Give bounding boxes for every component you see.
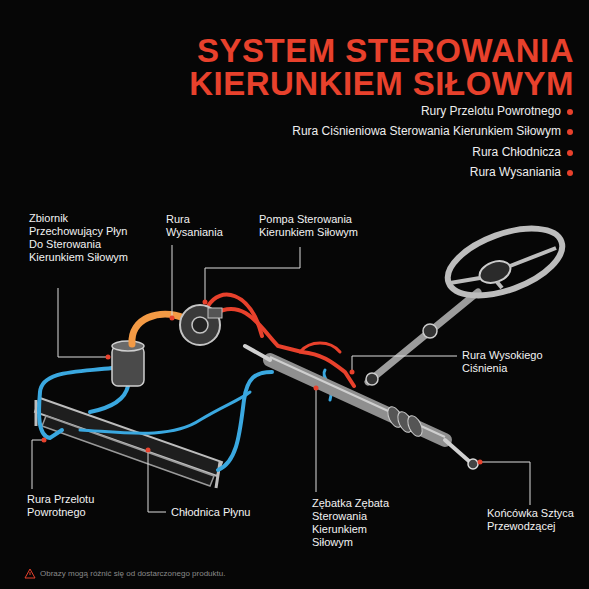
wheel-hub bbox=[477, 257, 514, 287]
fluid-cooler bbox=[35, 398, 222, 476]
legend-swatch bbox=[567, 109, 573, 115]
leader-dot bbox=[42, 438, 47, 443]
legend-text: Rura Wysaniania bbox=[470, 165, 561, 180]
return-hose bbox=[39, 368, 112, 438]
wheel-spoke bbox=[450, 278, 480, 283]
leader-line bbox=[172, 245, 173, 318]
legend-row: Rura Chłodnicza bbox=[472, 145, 573, 160]
legend-text: Rura Ciśnieniowa Sterowania Kierunkiem S… bbox=[292, 124, 561, 139]
part-label: Rura Wysaniania bbox=[165, 213, 239, 239]
fluid-reservoir bbox=[112, 346, 144, 386]
wheel-spoke bbox=[510, 248, 556, 266]
warning-icon bbox=[25, 569, 35, 578]
leader-line bbox=[148, 450, 166, 512]
cooler-bracket bbox=[216, 462, 220, 488]
tie-rod bbox=[445, 440, 470, 462]
leader-dot bbox=[106, 355, 111, 360]
part-label: Zbiornik Przechowujący Płyn Do Sterowani… bbox=[28, 212, 142, 264]
legend-text: Rura Chłodnicza bbox=[472, 145, 561, 160]
leader-dot bbox=[146, 448, 151, 453]
part-label: Rura Przelotu Powrotnego bbox=[26, 493, 120, 519]
part-label: Rura Wysokiego Ciśnienia bbox=[461, 349, 555, 375]
wheel-spoke bbox=[497, 282, 502, 288]
legend-row: Rura Ciśnieniowa Sterowania Kierunkiem S… bbox=[292, 124, 573, 139]
return-hose bbox=[218, 372, 272, 470]
leader-dot bbox=[203, 300, 208, 305]
leader-line bbox=[205, 247, 300, 302]
legend-swatch bbox=[567, 170, 573, 176]
steering-wheel bbox=[439, 215, 571, 309]
leader-line bbox=[32, 440, 44, 489]
leader-dot bbox=[314, 386, 319, 391]
legend-swatch bbox=[567, 150, 573, 156]
return-hose bbox=[80, 392, 250, 433]
disclaimer-note: Obrazy mogą różnić się od dostarczonego … bbox=[40, 569, 225, 579]
leader-dot bbox=[170, 316, 175, 321]
steering-rack bbox=[270, 360, 445, 440]
part-label: Chłodnica Płynu bbox=[170, 506, 282, 519]
legend-row: Rury Przelotu Powrotnego bbox=[421, 104, 573, 119]
warning-icon-mark bbox=[30, 572, 31, 575]
legend-text: Rury Przelotu Powrotnego bbox=[421, 104, 561, 119]
pressure-hose bbox=[214, 309, 354, 386]
rack-boot bbox=[405, 413, 425, 438]
leader-line bbox=[58, 288, 108, 357]
tie-rod-end bbox=[468, 459, 478, 469]
pump-pulley bbox=[192, 317, 208, 333]
leader-dot bbox=[478, 460, 483, 465]
tie-rod bbox=[245, 346, 270, 360]
legend-row: Rura Wysaniania bbox=[470, 165, 573, 180]
reservoir-cap bbox=[112, 341, 144, 351]
pressure-hose bbox=[300, 343, 340, 352]
leader-line bbox=[480, 462, 530, 505]
part-label: Pompa Sterowania Kierunkiem Siłowym bbox=[258, 213, 372, 239]
leader-line bbox=[316, 388, 317, 492]
part-label: Zębatka Zębata Sterowania Kierunkiem Sił… bbox=[311, 497, 401, 549]
column-joint bbox=[423, 324, 437, 338]
cooler-bracket bbox=[35, 400, 38, 426]
title: SYSTEM STEROWANIA KIERUNKIEM SIŁOWYM bbox=[108, 34, 574, 100]
leader-line bbox=[352, 356, 457, 372]
suction-hose bbox=[132, 314, 184, 344]
part-label: Końcówka Sztyca Przewodzącej bbox=[486, 507, 578, 533]
leader-dot bbox=[350, 370, 355, 375]
legend-swatch bbox=[567, 129, 573, 135]
pump-outlet bbox=[208, 308, 222, 318]
column-joint bbox=[366, 373, 378, 385]
return-hose bbox=[90, 386, 128, 412]
